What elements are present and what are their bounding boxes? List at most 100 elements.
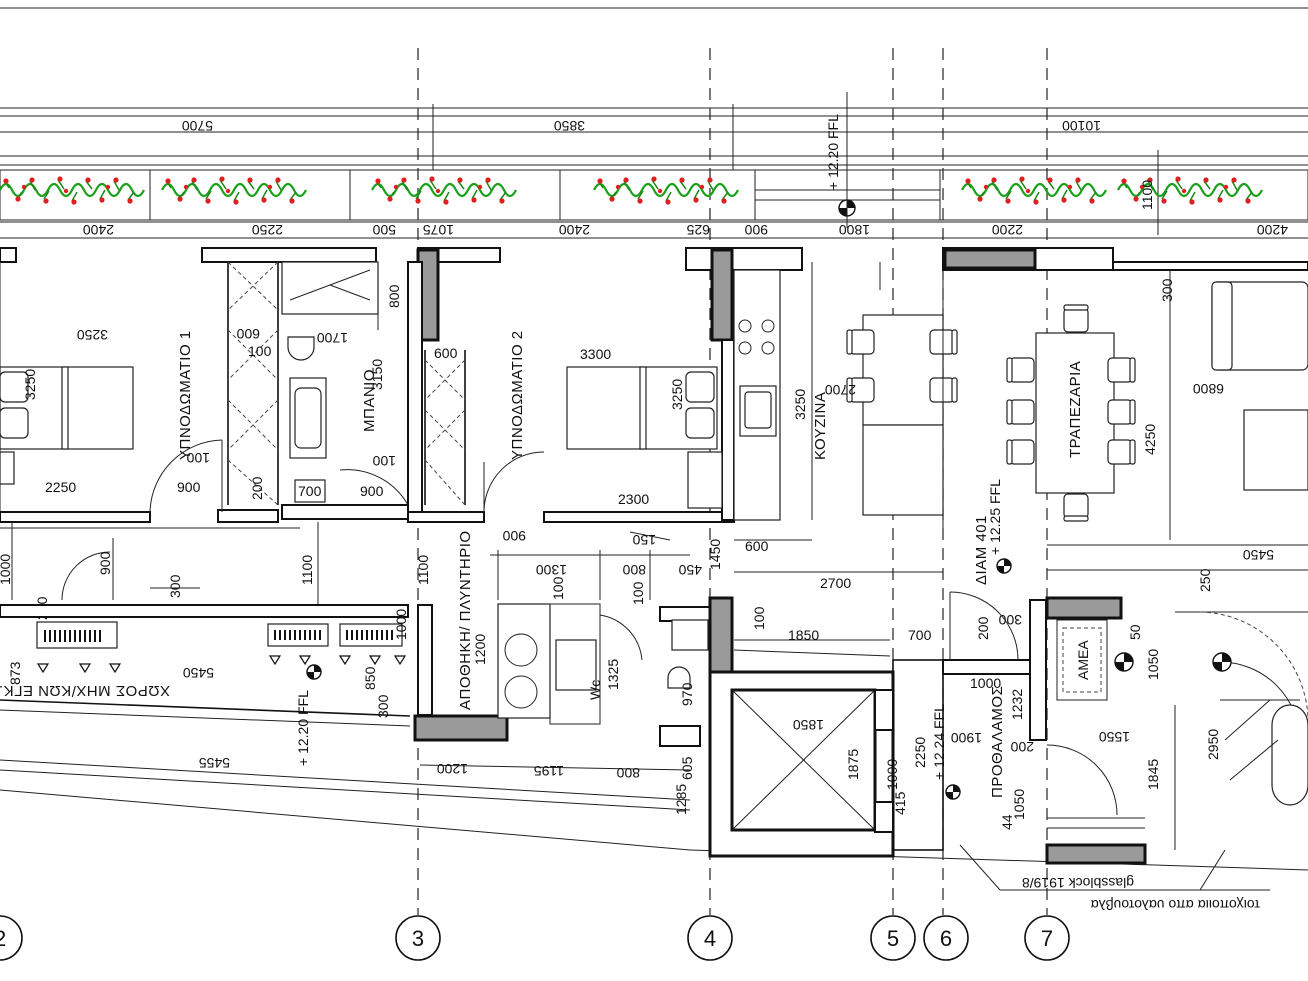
svg-text:5455: 5455 [199,755,230,771]
svg-text:1845: 1845 [1145,759,1161,790]
svg-text:850: 850 [362,666,378,690]
svg-text:200: 200 [975,616,991,640]
dining [942,270,1308,546]
svg-text:7: 7 [1041,926,1053,951]
svg-text:3250: 3250 [77,327,108,343]
svg-text:1325: 1325 [605,659,621,690]
svg-text:900: 900 [744,222,768,238]
svg-text:100: 100 [186,450,210,466]
svg-text:1100: 1100 [299,555,315,585]
apartment-label: ΔΙΑΜ 401 [973,515,990,585]
grid-bubble-4: 4 [687,915,733,961]
svg-text:300: 300 [1159,278,1175,302]
planter [0,169,1308,239]
svg-text:900: 900 [97,551,113,575]
svg-text:1850: 1850 [793,717,824,733]
svg-text:4: 4 [704,926,716,951]
svg-text:2400: 2400 [559,222,590,238]
svg-text:100: 100 [630,581,646,605]
svg-text:2200: 2200 [992,222,1023,238]
svg-text:5450: 5450 [183,665,214,681]
svg-text:3250: 3250 [669,379,685,410]
svg-text:1800: 1800 [839,222,870,238]
room-label-mech: ΧΩΡΟΣ ΜΗΧ/ΚΩΝ ΕΓΚ. [0,682,170,699]
grid-bubble-6: 6 [923,915,969,961]
room-label-storage: ΑΠΟΘΗΚΗ/ ΠΛΥΝΤΗΡΙΟ [457,530,474,710]
svg-text:1850: 1850 [788,627,819,643]
top-wall [0,247,1308,342]
svg-text:3300: 3300 [580,346,611,362]
svg-text:873: 873 [7,661,23,685]
svg-text:415: 415 [892,791,908,815]
svg-text:450: 450 [678,562,702,578]
grid-bubble-7: 7 [1024,915,1070,961]
svg-text:2250: 2250 [252,222,283,238]
svg-text:3250: 3250 [792,389,808,420]
svg-text:900: 900 [502,528,526,544]
svg-text:3: 3 [412,926,424,951]
svg-text:1900: 1900 [951,730,982,746]
svg-text:2400: 2400 [83,222,114,238]
svg-text:2250: 2250 [912,737,928,768]
glassblock-label: glassblock 1919/8 [1022,875,1134,891]
room-label-bathroom: ΜΠΑΝΙΟ [361,369,378,432]
level-label-hall: + 12.24 FFL [931,704,947,780]
svg-text:1100: 1100 [1139,180,1155,210]
svg-text:800: 800 [386,284,402,308]
svg-text:500: 500 [372,222,396,238]
svg-text:2250: 2250 [45,479,76,495]
svg-text:600: 600 [745,538,769,554]
svg-text:100: 100 [751,606,767,630]
room-label-amea: ΑΜΕΑ [1075,640,1091,680]
level-label-kitchen: + 12.25 FFL [987,479,1003,555]
planter-dims: 2400 2250 500 1075 2400 625 900 1800 220… [83,180,1288,238]
stair [1174,611,1308,850]
wall-note-label: τοιχοποιια απο υαλοτουβλα [1091,897,1260,913]
svg-text:700: 700 [298,483,322,499]
svg-text:300: 300 [375,694,391,718]
svg-text:1195: 1195 [534,763,564,779]
svg-text:150: 150 [632,532,656,548]
svg-text:2700: 2700 [820,575,851,591]
storage-laundry [413,603,711,747]
svg-text:300: 300 [998,612,1022,628]
core-shaft [708,596,895,858]
svg-text:700: 700 [908,627,932,643]
svg-text:1200: 1200 [472,634,488,665]
svg-text:2300: 2300 [618,491,649,507]
svg-text:200: 200 [249,476,265,500]
svg-text:6800: 6800 [1193,381,1224,397]
room-label-hall: ΠΡΟΘΑΛΑΜΟΣ [989,686,1006,798]
mech-room [0,604,411,727]
svg-text:200: 200 [1010,739,1034,755]
svg-text:625: 625 [686,222,710,238]
svg-text:800: 800 [622,562,646,578]
room-label-dining: ΤΡΑΠΕΖΑΡΙΑ [1067,361,1084,458]
svg-text:1100: 1100 [415,555,431,585]
dim-3850: 3850 [554,118,585,134]
svg-text:50: 50 [1127,624,1143,640]
svg-text:900: 900 [177,479,201,495]
dim-10100: 10100 [1062,118,1101,134]
svg-text:1000: 1000 [970,675,1001,691]
svg-text:600: 600 [236,326,260,342]
top-dimension-chain [0,7,1308,235]
svg-text:5450: 5450 [1243,547,1274,563]
bed-1 [0,366,134,485]
svg-text:1000: 1000 [393,609,409,640]
svg-text:1300: 1300 [536,562,567,578]
entrance-hall [892,591,1147,865]
kitchen [733,262,958,521]
grid-bubble-2: 2 [0,915,23,961]
svg-text:1000: 1000 [884,759,900,790]
svg-text:1000: 1000 [0,554,13,585]
svg-text:4200: 4200 [1257,222,1288,238]
svg-text:6: 6 [940,926,952,951]
svg-text:100: 100 [248,343,272,359]
room-label-wc: Wc [587,680,603,700]
svg-text:5: 5 [887,926,899,951]
svg-text:1700: 1700 [317,330,348,346]
level-label-mech: + 12.20 FFL [295,690,311,766]
lift [1056,619,1134,701]
